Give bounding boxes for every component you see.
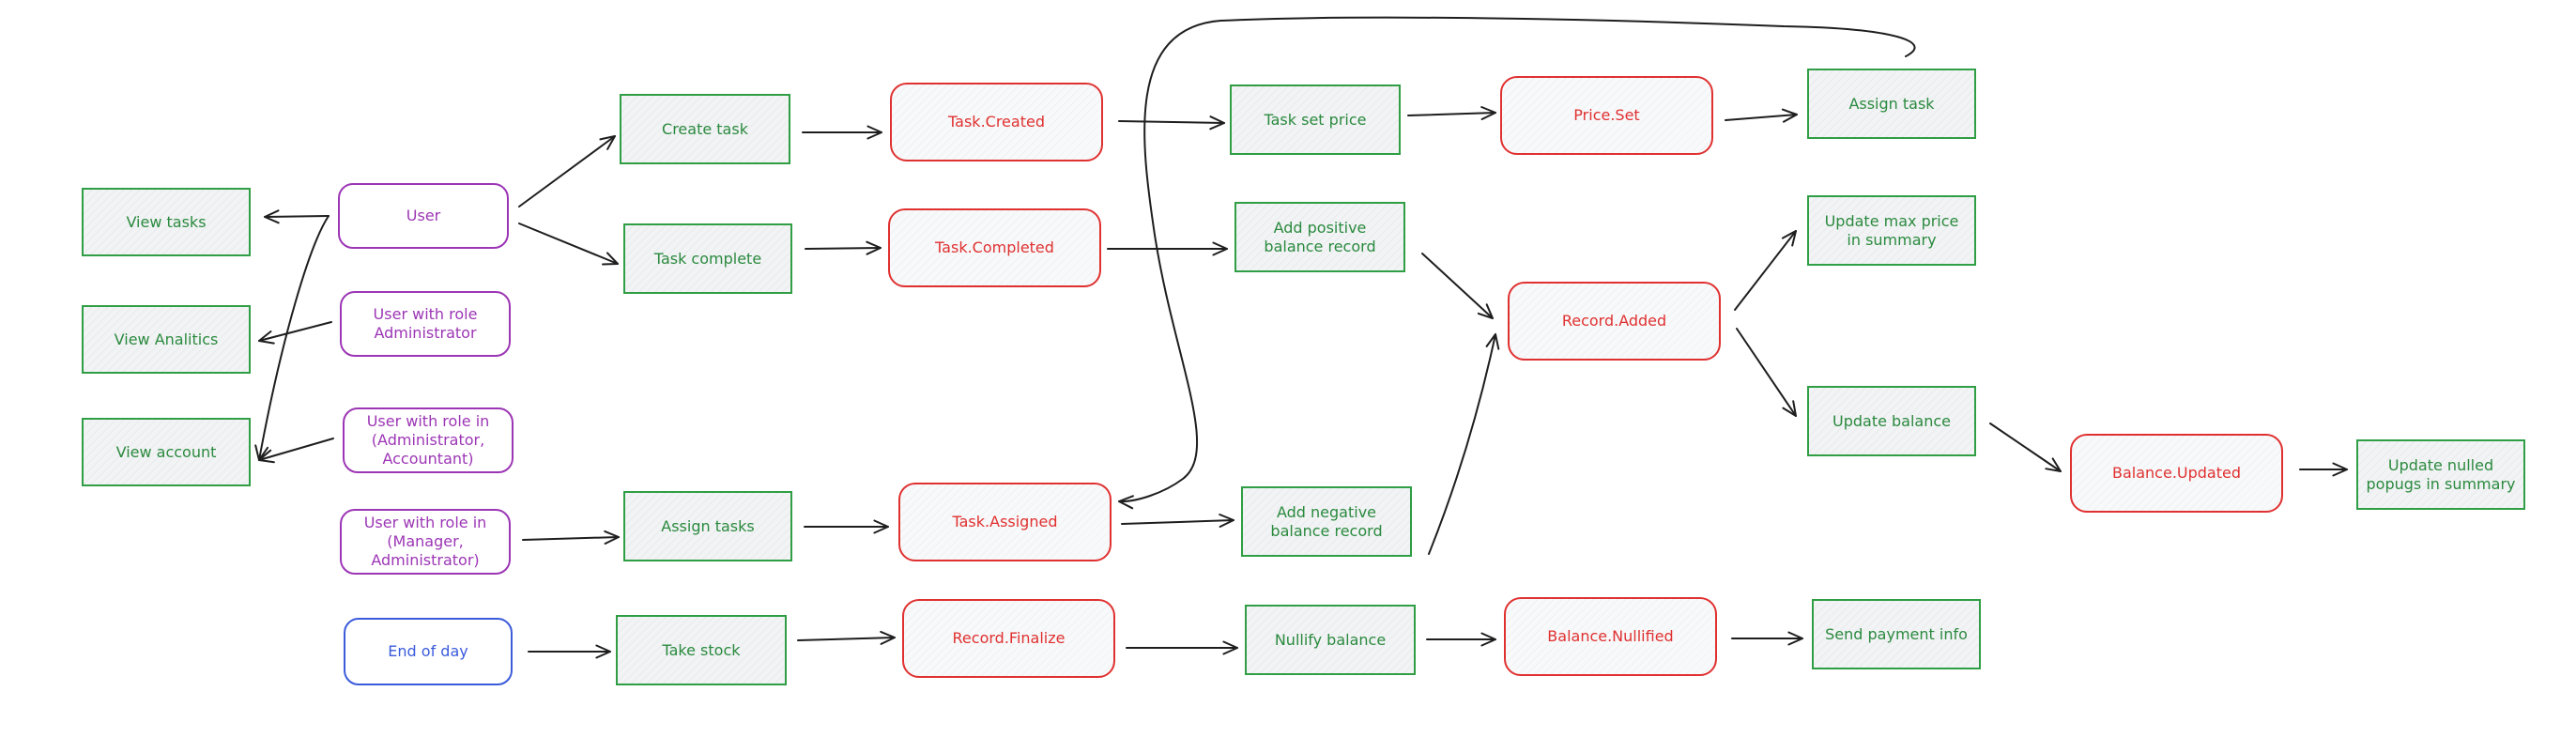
arrowhead-task-assigned-to-add-negative — [1219, 514, 1234, 528]
arrowhead-end-of-day-to-take-stock — [595, 644, 611, 659]
edge-add-positive-to-record-added — [1421, 253, 1494, 319]
node-task-assigned[interactable]: Task.Assigned — [898, 483, 1112, 561]
node-record-added[interactable]: Record.Added — [1508, 282, 1721, 361]
node-user-admin[interactable]: User with role Administrator — [340, 291, 511, 357]
edge-assign-task-to-task-assigned — [1118, 16, 1916, 503]
node-assign-tasks[interactable]: Assign tasks — [623, 491, 792, 561]
edge-record-added-to-update-balance — [1736, 328, 1797, 417]
node-add-positive[interactable]: Add positive balance record — [1234, 202, 1405, 272]
node-create-task[interactable]: Create task — [620, 94, 790, 164]
edge-user-admin-accountant-to-view-account — [258, 438, 334, 461]
node-user-admin-accountant[interactable]: User with role in (Administrator, Accoun… — [343, 407, 514, 473]
arrowhead-user-admin-accountant-to-view-account — [258, 449, 275, 464]
edge-user-to-view-account — [258, 215, 330, 461]
node-take-stock[interactable]: Take stock — [616, 615, 787, 685]
arrowhead-price-set-to-assign-task — [1781, 108, 1798, 123]
edge-take-stock-to-record-finalize — [797, 637, 896, 641]
arrowhead-update-balance-to-balance-updated — [2045, 457, 2062, 472]
arrowhead-add-positive-to-record-added — [1477, 303, 1494, 319]
node-assign-task[interactable]: Assign task — [1807, 69, 1976, 139]
node-update-max-price[interactable]: Update max price in summary — [1807, 195, 1976, 266]
edge-task-created-to-task-set-price — [1118, 120, 1225, 124]
edge-add-negative-to-record-added — [1428, 333, 1496, 555]
node-task-set-price[interactable]: Task set price — [1230, 85, 1401, 155]
node-add-negative[interactable]: Add negative balance record — [1241, 486, 1412, 557]
arrowhead-task-complete-to-task-completed — [866, 240, 882, 255]
node-update-balance[interactable]: Update balance — [1807, 386, 1976, 456]
arrowhead-user-to-view-tasks — [264, 209, 280, 224]
arrowhead-add-negative-to-record-added — [1485, 333, 1500, 350]
arrowhead-create-task-to-task-created — [866, 125, 882, 140]
edge-task-complete-to-task-completed — [805, 247, 882, 250]
arrowhead-balance-nullified-to-send-payment-info — [1787, 631, 1803, 646]
edge-user-to-view-tasks — [264, 215, 330, 218]
node-user-manager-admin[interactable]: User with role in (Manager, Administrato… — [340, 509, 511, 575]
arrowhead-assign-tasks-to-task-assigned — [873, 519, 889, 534]
node-price-set[interactable]: Price.Set — [1500, 76, 1713, 155]
node-user[interactable]: User — [338, 183, 509, 249]
arrowhead-record-finalize-to-nullify-balance — [1222, 640, 1238, 655]
edge-task-assigned-to-add-negative — [1121, 519, 1234, 525]
node-balance-nullified[interactable]: Balance.Nullified — [1504, 597, 1717, 676]
node-task-complete[interactable]: Task complete — [623, 223, 792, 294]
arrowhead-task-set-price-to-price-set — [1480, 106, 1496, 120]
edge-user-to-task-complete — [518, 223, 619, 265]
node-record-finalize[interactable]: Record.Finalize — [902, 599, 1115, 678]
node-task-created[interactable]: Task.Created — [890, 83, 1103, 161]
node-view-tasks[interactable]: View tasks — [82, 188, 251, 256]
edge-user-admin-to-view-analitics — [258, 321, 332, 342]
arrowhead-task-created-to-task-set-price — [1209, 115, 1225, 131]
arrowhead-user-to-create-task — [599, 135, 616, 150]
node-view-account[interactable]: View account — [82, 418, 251, 486]
arrowhead-user-admin-to-view-analitics — [258, 330, 275, 345]
edge-record-added-to-update-max-price — [1734, 230, 1797, 311]
arrowhead-nullify-balance-to-balance-nullified — [1480, 632, 1496, 647]
node-balance-updated[interactable]: Balance.Updated — [2070, 434, 2283, 513]
arrowhead-assign-task-to-task-assigned — [1118, 495, 1134, 510]
edge-user-manager-admin-to-assign-tasks — [522, 536, 620, 541]
node-send-payment-info[interactable]: Send payment info — [1812, 599, 1981, 669]
node-view-analitics[interactable]: View Analitics — [82, 305, 251, 374]
node-end-of-day[interactable]: End of day — [344, 618, 513, 685]
arrowhead-user-manager-admin-to-assign-tasks — [604, 530, 620, 545]
arrowhead-record-added-to-update-max-price — [1781, 230, 1797, 247]
arrowhead-take-stock-to-record-finalize — [880, 630, 896, 645]
node-task-completed[interactable]: Task.Completed — [888, 208, 1101, 287]
edge-task-set-price-to-price-set — [1407, 112, 1496, 116]
node-nullify-balance[interactable]: Nullify balance — [1245, 605, 1416, 675]
arrowhead-record-added-to-update-balance — [1782, 400, 1797, 417]
edge-price-set-to-assign-task — [1725, 114, 1798, 121]
edge-user-to-create-task — [518, 135, 616, 207]
arrowhead-task-completed-to-add-positive — [1212, 241, 1228, 256]
arrowhead-balance-updated-to-update-nulled-popugs — [2332, 462, 2348, 477]
arrowhead-user-to-task-complete — [602, 252, 619, 266]
node-update-nulled-popugs[interactable]: Update nulled popugs in summary — [2356, 439, 2525, 510]
edge-update-balance-to-balance-updated — [1989, 423, 2062, 472]
